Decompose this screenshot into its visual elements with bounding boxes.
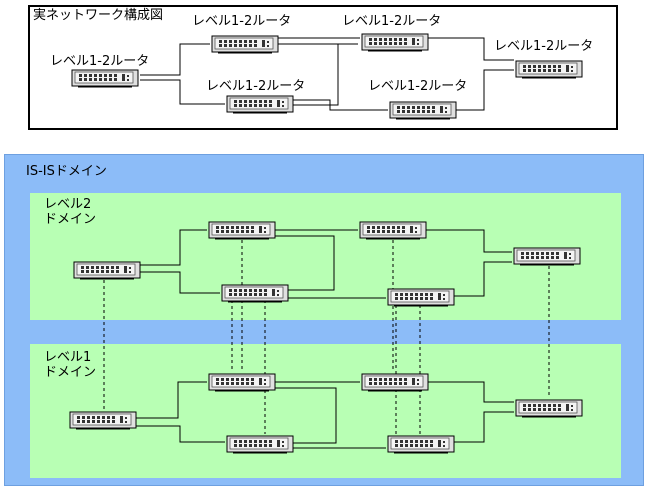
- link: [454, 411, 514, 443]
- router-label-e: レベル1-2ルータ: [206, 79, 306, 94]
- link: [140, 271, 220, 294]
- router-icon: [514, 398, 584, 424]
- router-icon: [386, 434, 456, 460]
- router-icon: [358, 220, 428, 246]
- router-label-d: レベル1-2ルータ: [494, 39, 594, 54]
- link: [140, 43, 210, 76]
- router-label-f: レベル1-2ルータ: [368, 79, 468, 94]
- router-icon: [386, 287, 456, 313]
- router-icon: [360, 32, 430, 58]
- router-icon: [72, 260, 142, 286]
- level2-domain-label: レベル2 ドメイン: [44, 197, 97, 227]
- link: [136, 381, 207, 419]
- router-icon: [360, 372, 430, 398]
- link: [274, 235, 335, 291]
- router-icon: [207, 220, 277, 246]
- router-icon: [70, 68, 140, 94]
- link: [136, 425, 225, 443]
- router-icon: [225, 434, 295, 460]
- link: [140, 229, 207, 266]
- isis-domain-title: IS-ISドメイン: [26, 164, 107, 179]
- router-icon: [388, 100, 458, 126]
- router-icon: [207, 372, 277, 398]
- link: [426, 229, 512, 253]
- router-icon: [210, 34, 280, 60]
- link: [428, 37, 514, 61]
- router-label-b: レベル1-2ルータ: [192, 14, 292, 29]
- link: [292, 99, 388, 111]
- link: [140, 79, 225, 105]
- router-icon: [220, 283, 290, 309]
- router-label-a: レベル1-2ルータ: [50, 54, 150, 69]
- real-network-title: 実ネットワーク構成図: [33, 8, 164, 23]
- link: [278, 43, 339, 106]
- link: [455, 69, 514, 111]
- router-icon: [514, 59, 584, 85]
- router-icon: [68, 410, 138, 436]
- link: [273, 387, 337, 444]
- router-label-c: レベル1-2ルータ: [342, 14, 442, 29]
- router-icon: [225, 94, 295, 120]
- link: [454, 261, 512, 297]
- router-icon: [512, 246, 582, 272]
- link: [428, 381, 514, 403]
- level1-domain-label: レベル1 ドメイン: [44, 350, 97, 380]
